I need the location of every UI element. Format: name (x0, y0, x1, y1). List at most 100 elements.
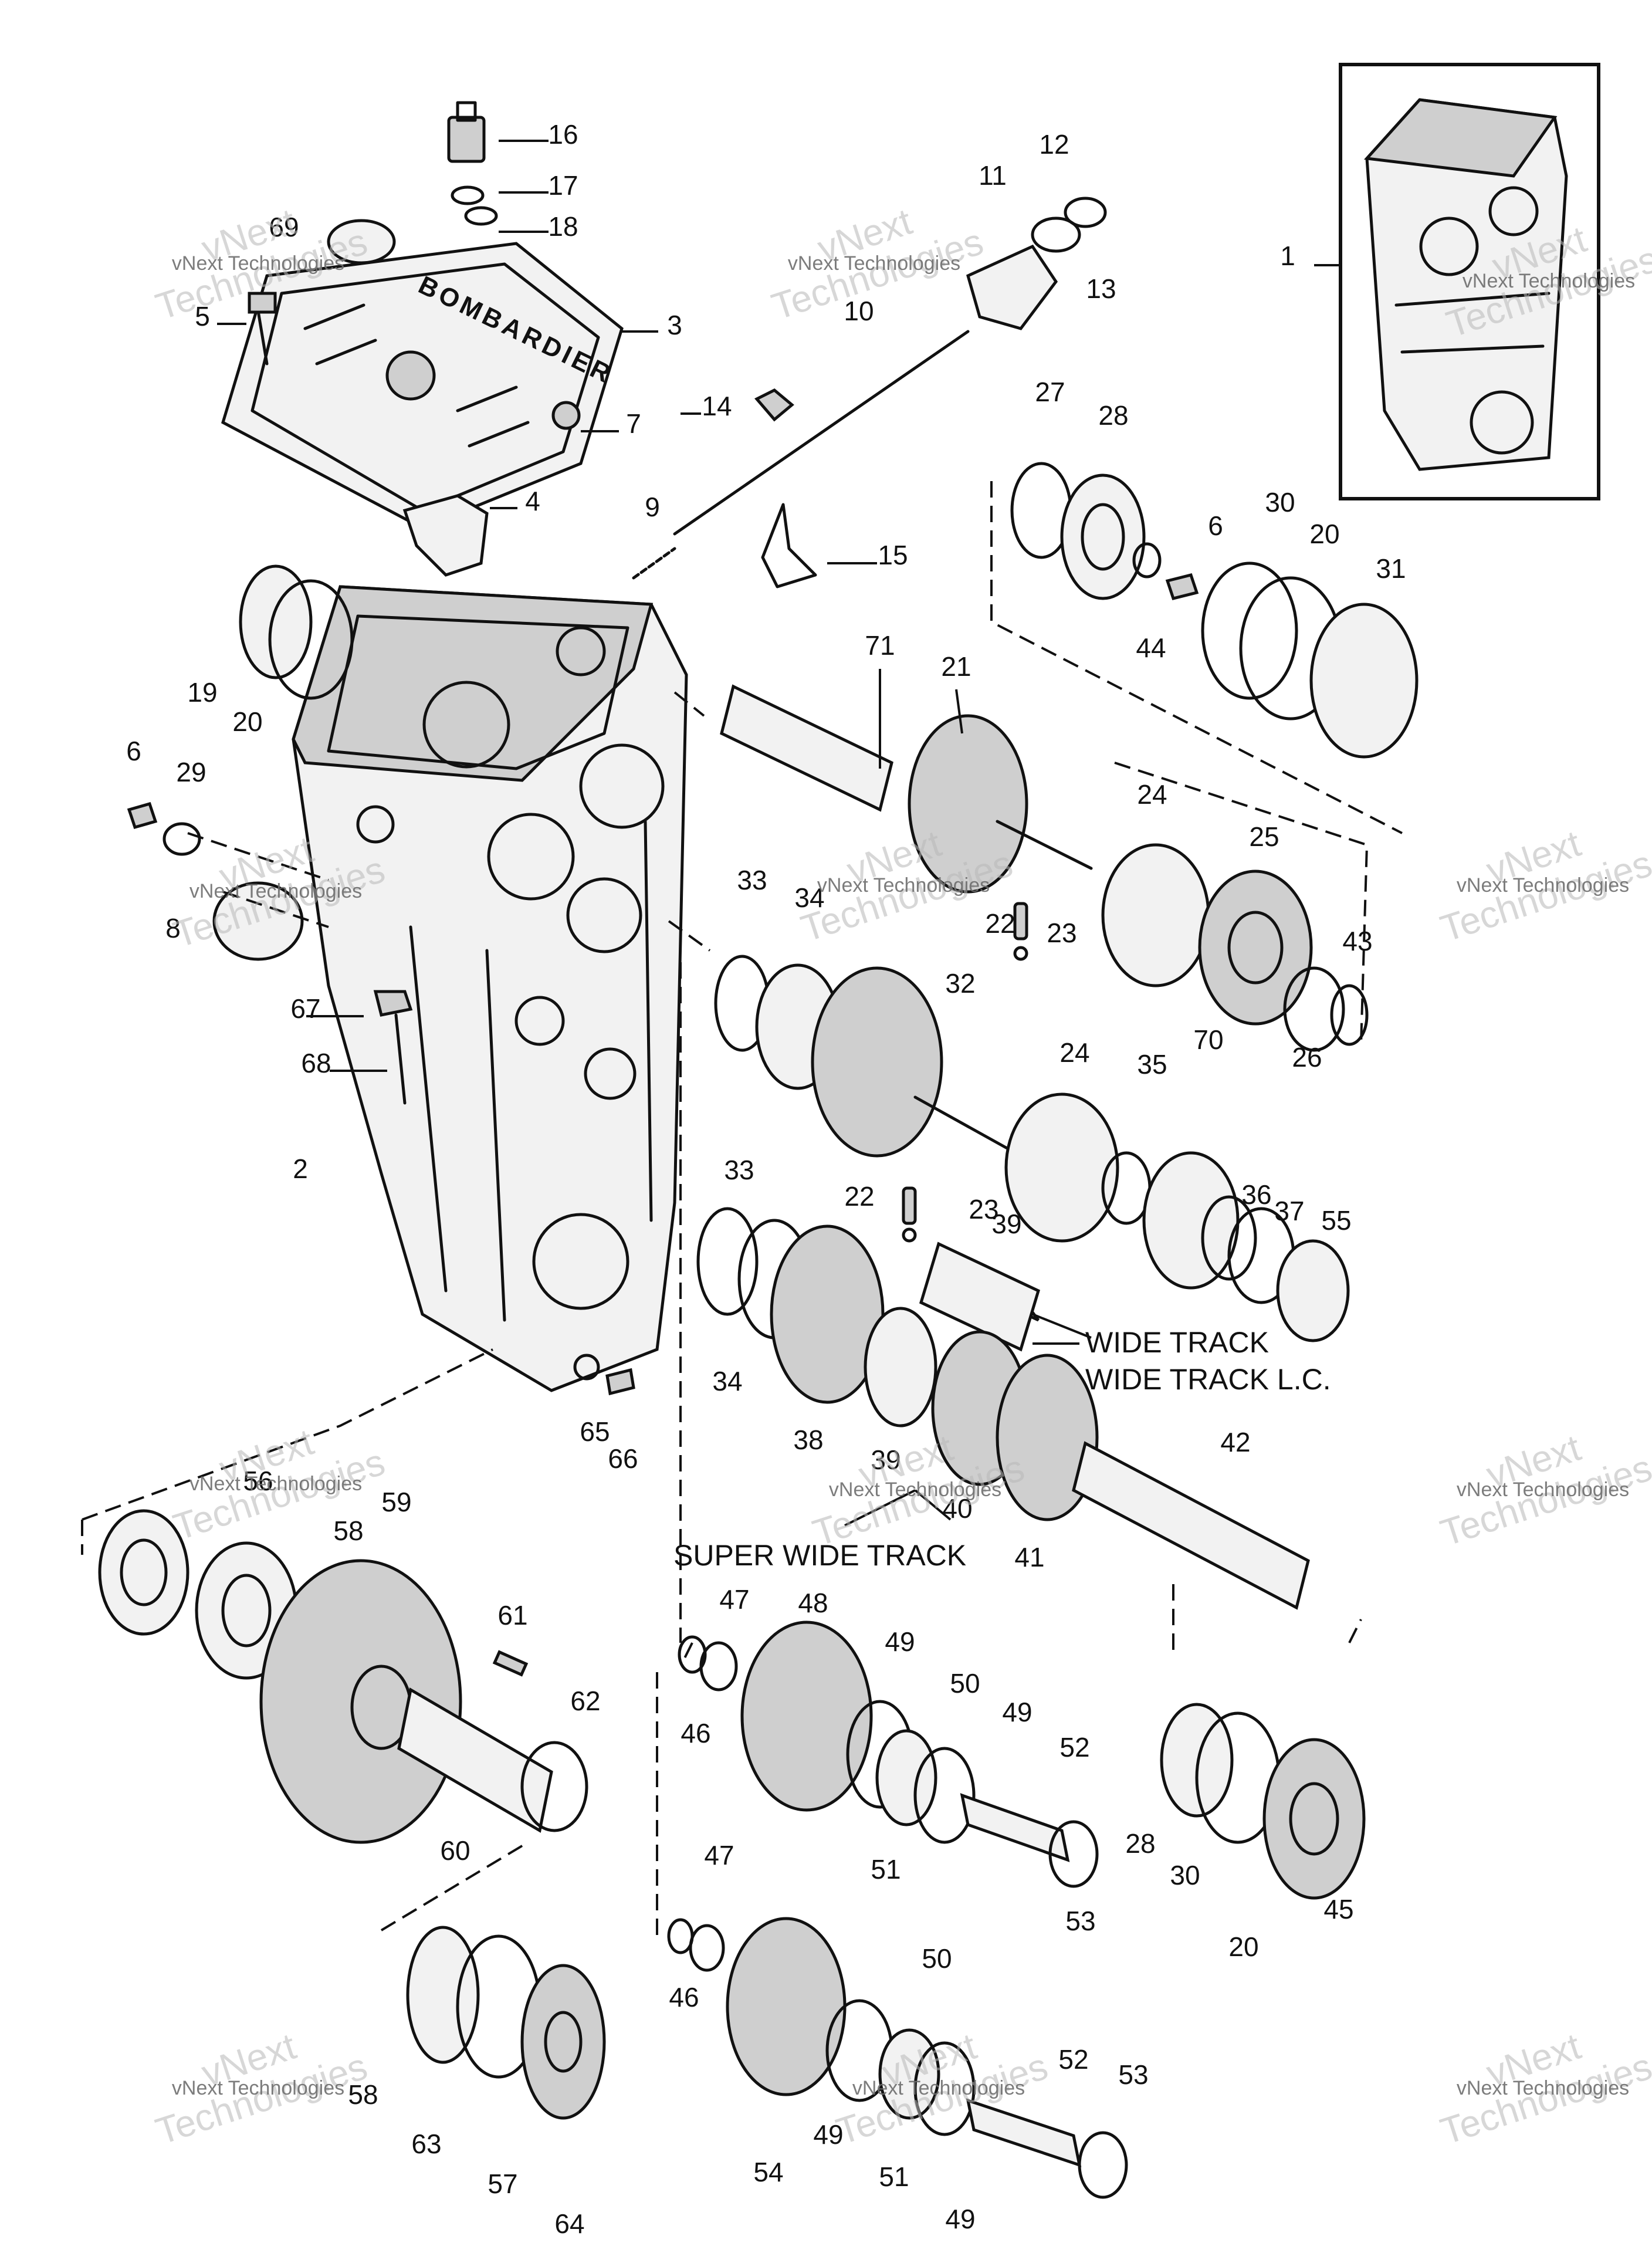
output-gear-group (81, 1348, 588, 1844)
part-callout-49: 49 (813, 2119, 843, 2150)
part-callout-56: 56 (243, 1466, 273, 1496)
watermark-small: vNext Technologies (1457, 874, 1629, 897)
detent-springs (902, 902, 1028, 1243)
part-callout-5: 5 (195, 301, 210, 331)
input-shaft (673, 684, 1369, 1045)
part-callout-54: 54 (753, 2157, 783, 2187)
part-callout-33: 33 (724, 1155, 754, 1185)
part-callout-41: 41 (1014, 1542, 1044, 1572)
watermark-small: vNext Technologies (172, 2077, 344, 2099)
part-callout-2: 2 (293, 1153, 308, 1184)
part-callout-62: 62 (570, 1686, 600, 1716)
part-callout-21: 21 (941, 651, 971, 682)
part-callout-63: 63 (411, 2129, 441, 2159)
part-callout-30: 30 (1170, 1860, 1200, 1890)
part-callout-37: 37 (1274, 1196, 1304, 1226)
left-snap-ring-group (239, 564, 354, 700)
shift-shaft-assembly (632, 197, 1107, 588)
part-callout-68: 68 (301, 1048, 331, 1078)
part-callout-57: 57 (488, 2169, 517, 2199)
part-callout-61: 61 (497, 1600, 527, 1630)
part-callout-49: 49 (1002, 1697, 1032, 1727)
part-callout-11: 11 (979, 160, 1007, 191)
part-callout-51: 51 (871, 1854, 901, 1885)
part-callout-50: 50 (950, 1668, 980, 1699)
leader-lines (217, 140, 963, 1072)
watermark-small: vNext Technologies (788, 252, 960, 275)
watermark-small: vNext Technologies (829, 1479, 1001, 1501)
part-callout-32: 32 (945, 968, 975, 999)
part-callout-71: 71 (865, 630, 895, 661)
part-callout-35: 35 (1137, 1049, 1167, 1080)
watermark-small: vNext Technologies (1457, 2077, 1629, 2099)
part-callout-50: 50 (922, 1943, 952, 1974)
part-callout-20: 20 (232, 706, 262, 737)
part-callout-58: 58 (348, 2079, 378, 2110)
part-callout-22: 22 (985, 908, 1015, 939)
part-callout-44: 44 (1136, 632, 1166, 663)
note-super-wide-track: SUPER WIDE TRACK (673, 1539, 966, 1572)
part-callout-43: 43 (1342, 926, 1372, 956)
part-callout-66: 66 (608, 1443, 638, 1474)
watermark-small: vNext Technologies (172, 252, 344, 275)
part-callout-64: 64 (554, 2208, 584, 2239)
part-callout-53: 53 (1118, 2059, 1148, 2090)
part-callout-67: 67 (290, 993, 320, 1024)
part-callout-53: 53 (1065, 1906, 1095, 1936)
part-callout-18: 18 (548, 211, 578, 242)
part-callout-55: 55 (1321, 1205, 1351, 1236)
part-callout-20: 20 (1228, 1931, 1258, 1962)
part-callout-52: 52 (1058, 2044, 1088, 2075)
part-callout-12: 12 (1039, 129, 1069, 160)
part-callout-65: 65 (580, 1416, 610, 1447)
part-callout-15: 15 (878, 540, 908, 570)
part-callout-45: 45 (1323, 1894, 1353, 1924)
part-callout-29: 29 (176, 757, 206, 787)
part-callout-59: 59 (381, 1487, 411, 1517)
part-callout-27: 27 (1035, 377, 1065, 407)
part-callout-40: 40 (942, 1493, 972, 1524)
part-callout-34: 34 (794, 882, 824, 913)
part-callout-28: 28 (1125, 1828, 1155, 1859)
lower-gear-group-1 (678, 1621, 1099, 1888)
lower-shaft-group (679, 962, 1310, 1661)
note-wide-track-lc: WIDE TRACK L.C. (1085, 1363, 1331, 1396)
part-callout-19: 19 (187, 677, 217, 708)
part-callout-60: 60 (440, 1835, 470, 1866)
part-callout-39: 39 (871, 1445, 901, 1475)
part-callout-20: 20 (1309, 519, 1339, 549)
part-callout-42: 42 (1220, 1427, 1250, 1457)
part-callout-30: 30 (1265, 487, 1295, 517)
part-callout-26: 26 (1292, 1042, 1322, 1073)
part-callout-22: 22 (844, 1181, 874, 1212)
lower-left-group (380, 1841, 606, 2120)
note-wide-track: WIDE TRACK (1085, 1326, 1269, 1359)
part-callout-16: 16 (548, 119, 578, 150)
right-cap-group (990, 462, 1419, 834)
part-callout-31: 31 (1376, 553, 1406, 584)
part-callout-10: 10 (844, 296, 874, 326)
part-callout-46: 46 (669, 1982, 699, 2012)
part-callout-52: 52 (1059, 1732, 1089, 1763)
middle-right-group (1004, 1092, 1350, 1342)
part-callout-3: 3 (667, 310, 682, 340)
callout-numbers: 1234566789101112131415161718192020202122… (126, 119, 1406, 2239)
part-callout-47: 47 (704, 1840, 734, 1870)
lower-gear-group-2 (656, 1672, 1128, 2199)
part-callout-24: 24 (1059, 1037, 1089, 1068)
watermark-small: vNext Technologies (817, 874, 990, 897)
part-callout-24: 24 (1137, 779, 1167, 810)
left-plug-group (127, 801, 329, 961)
switch-and-plugs (248, 101, 581, 430)
part-callout-33: 33 (737, 865, 767, 895)
part-callout-7: 7 (626, 408, 641, 439)
part-callout-6: 6 (1208, 510, 1223, 541)
watermark-small: vNext Technologies (1463, 270, 1635, 292)
part-callout-9: 9 (645, 492, 660, 522)
part-callout-23: 23 (969, 1194, 998, 1224)
part-callout-70: 70 (1193, 1024, 1223, 1055)
watermark-small: vNext Technologies (189, 880, 362, 902)
part-callout-47: 47 (719, 1584, 749, 1615)
watermark-small: vNext Technologies (189, 1473, 362, 1495)
